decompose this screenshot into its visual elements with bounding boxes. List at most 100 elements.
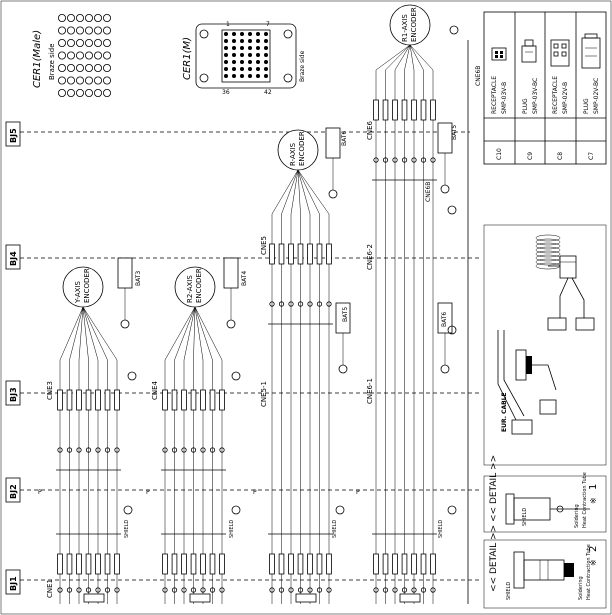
svg-text:BJ2: BJ2	[9, 484, 18, 499]
splice-node	[57, 447, 63, 453]
splice-node	[76, 447, 82, 453]
svg-text:CNE6-2: CNE6-2	[366, 244, 374, 270]
wire-label-tag	[326, 553, 332, 575]
connector-pin	[232, 60, 236, 64]
svg-text:PLUG: PLUG	[583, 98, 590, 114]
callout-marker	[123, 505, 133, 515]
ground-terminal	[295, 593, 317, 603]
wire-label-tag	[171, 553, 178, 575]
battery-branch	[437, 302, 453, 374]
connector-pin	[58, 64, 67, 73]
encoder-lead	[297, 169, 301, 215]
encoder-lead	[409, 44, 424, 71]
splice-node	[219, 587, 225, 593]
connector-pin	[224, 74, 228, 78]
connector-pin	[103, 64, 112, 73]
wire-label-tag	[326, 243, 332, 265]
splice-node	[326, 301, 332, 307]
connector-pin	[224, 39, 228, 43]
svg-text:CNE4: CNE4	[151, 380, 159, 400]
encoder-lead	[394, 44, 411, 71]
battery-node	[440, 364, 450, 374]
encoder-lead	[194, 306, 223, 361]
connector-pin	[58, 13, 67, 22]
splice-node	[104, 587, 111, 593]
wire-label-tag	[382, 99, 389, 121]
connector-pin	[240, 32, 244, 36]
callout-marker	[447, 505, 457, 515]
ground-terminal	[83, 593, 105, 603]
svg-text:ENCODER: ENCODER	[195, 268, 203, 303]
svg-text:<< DETAIL >>: << DETAIL >>	[489, 525, 499, 592]
svg-text:SMP-02V-B: SMP-02V-B	[562, 82, 569, 114]
splice-node	[85, 447, 92, 453]
encoder-r2-axis: R2-AXIS ENCODER	[174, 266, 216, 308]
encoder-lead	[297, 169, 330, 215]
encoder-lead	[281, 169, 299, 215]
connector-pin	[224, 32, 228, 36]
svg-text:BAT6: BAT6	[341, 131, 348, 146]
splice-node	[420, 157, 427, 163]
connector-pin	[67, 51, 76, 60]
connector-pin	[67, 64, 76, 73]
wire-label-tag	[316, 243, 323, 265]
svg-text:ENCODER: ENCODER	[298, 131, 306, 166]
encoder-lead	[78, 306, 84, 361]
wire-label-tag	[114, 389, 120, 411]
wire-label-tag	[411, 553, 417, 575]
splice-node	[288, 301, 294, 307]
encoder-lead	[375, 44, 411, 71]
connector-pin	[256, 67, 260, 71]
callout-marker	[127, 371, 137, 381]
wire-label-tag	[85, 553, 92, 575]
connector-pin	[232, 74, 236, 78]
wire-label-tag	[269, 553, 275, 575]
detail-2-panel: << DETAIL >> 2 ※ SHIELD Soldering Heat C…	[483, 525, 607, 609]
connector-pin	[85, 89, 94, 98]
wire-label-tag	[430, 553, 436, 575]
svg-text:BJ4: BJ4	[9, 251, 18, 266]
svg-text:Heat Contraction Tube: Heat Contraction Tube	[582, 472, 588, 528]
eur-cable-detail: EUR. CABLE	[483, 224, 607, 466]
cable-coil-icon	[535, 234, 562, 270]
svg-text:C8: C8	[557, 152, 564, 160]
wire-label-tag	[288, 553, 294, 575]
connector-pin	[240, 39, 244, 43]
connector-pin	[256, 39, 260, 43]
battery-connector	[437, 122, 453, 154]
svg-text:Soldering: Soldering	[574, 504, 580, 528]
encoder-lead	[82, 306, 99, 361]
coil-turn	[535, 242, 561, 250]
splice-node	[316, 301, 323, 307]
callout-marker	[335, 505, 345, 515]
encoder-lead	[385, 44, 411, 71]
harness-cne4	[161, 360, 226, 604]
battery-branch	[223, 257, 239, 329]
battery-branch	[437, 122, 453, 194]
wire-label-tag	[200, 553, 206, 575]
wire-label-tag	[219, 389, 225, 411]
encoder-lead	[271, 169, 299, 215]
connector-pin	[58, 51, 67, 60]
connector-pin	[256, 32, 260, 36]
svg-text:RECEPTACLE: RECEPTACLE	[491, 76, 498, 114]
encoder-lead	[82, 306, 89, 361]
harness-cne3	[56, 360, 121, 604]
coil-turn	[535, 238, 561, 246]
coil-turn	[535, 250, 561, 258]
battery-branch	[117, 257, 133, 329]
bus-tag-bj1: BJ1	[5, 569, 21, 595]
bus-tag-bj3: BJ3	[5, 380, 21, 406]
wire-label-tag	[104, 553, 111, 575]
encoder-lead	[59, 306, 84, 361]
bus-lines: BJ5 BJ4 BJ3 BJ2 BJ1	[5, 121, 480, 595]
connector-pin	[76, 76, 85, 85]
splice-node	[401, 587, 408, 593]
encoder-lead	[69, 306, 84, 361]
splice-node	[57, 587, 63, 593]
svg-text:CER1(M): CER1(M)	[182, 37, 193, 80]
connector-pin	[76, 51, 85, 60]
wire-label-tag	[288, 243, 294, 265]
svg-text:Y-AXIS: Y-AXIS	[74, 281, 82, 304]
